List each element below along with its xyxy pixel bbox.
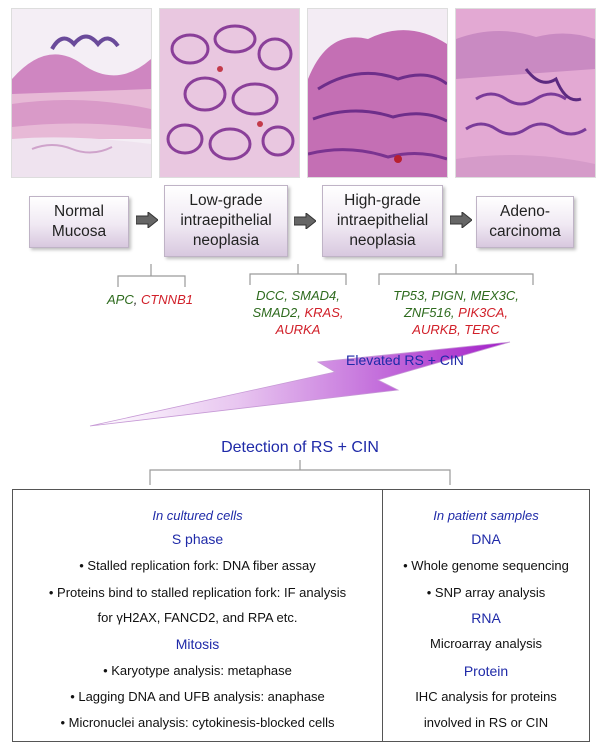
gene-text: APC (107, 292, 134, 307)
detection-methods-table: In cultured cells S phase • Stalled repl… (12, 489, 590, 742)
gene-list-early: APC, CTNNB1 (80, 291, 220, 308)
stage-label-line: Adeno- (500, 203, 550, 220)
progression-arrow-icon (136, 212, 158, 228)
histology-image-low-grade (159, 8, 300, 178)
method-item: involved in RS or CIN (423, 715, 549, 730)
method-item: • Whole genome sequencing (403, 558, 569, 573)
mitosis-heading: Mitosis (175, 636, 220, 652)
method-item: for γH2AX, FANCD2, and RPA etc. (97, 610, 298, 625)
elevated-rs-cin-bolt (89, 341, 511, 427)
histology-image-adenocarcinoma (455, 8, 596, 178)
stage-label-line: neoplasia (349, 232, 416, 249)
method-item: • Stalled replication fork: DNA fiber as… (79, 558, 316, 573)
method-item: • Proteins bind to stalled replication f… (48, 585, 347, 600)
patient-samples-column: In patient samples DNA • Whole genome se… (383, 490, 589, 741)
rna-heading: RNA (471, 610, 501, 626)
progression-arrow-icon (294, 213, 316, 229)
cultured-cells-column: In cultured cells S phase • Stalled repl… (13, 490, 383, 741)
gene-text: SMAD2, (252, 305, 305, 320)
stage-label-line: neoplasia (192, 232, 260, 249)
method-item: IHC analysis for proteins (415, 689, 557, 704)
s-phase-heading: S phase (171, 531, 224, 547)
stage-label-line: intraepithelial (180, 212, 272, 229)
gene-text: CTNNB1 (140, 292, 193, 307)
gene-text: ZNF516, (403, 305, 459, 320)
stage-label-line: Normal (54, 203, 104, 220)
method-item: • SNP array analysis (426, 585, 546, 600)
gene-text: TP53, PIGN, MEX3C, (393, 288, 519, 303)
method-item: • Micronuclei analysis: cytokinesis-bloc… (60, 715, 335, 730)
stage-label-line: intraepithelial (336, 212, 429, 229)
gene-text: AURKA (275, 322, 321, 337)
gene-list-high-grade: TP53, PIGN, MEX3C, ZNF516, PIK3CA, AURKB… (376, 287, 536, 338)
stage-label-line: Mucosa (51, 223, 107, 240)
gene-text: , (133, 292, 141, 307)
cultured-cells-header: In cultured cells (152, 508, 243, 523)
detection-title: Detection of RS + CIN (221, 439, 379, 456)
stage-label-line: High-grade (344, 192, 421, 209)
dna-heading: DNA (471, 531, 501, 547)
stage-normal-mucosa: Normal Mucosa (29, 196, 129, 248)
stage-adenocarcinoma: Adeno- carcinoma (476, 196, 574, 248)
patient-samples-header: In patient samples (433, 508, 539, 523)
gene-list-low-grade: DCC, SMAD4, SMAD2, KRAS, AURKA (228, 287, 368, 338)
stage-low-grade-neoplasia: Low-grade intraepithelial neoplasia (164, 185, 288, 257)
gene-text: DCC, SMAD4, (256, 288, 340, 303)
gene-text: PIK3CA, (458, 305, 509, 320)
histology-image-normal-mucosa (11, 8, 152, 178)
method-item: Microarray analysis (430, 636, 542, 651)
elevated-rs-cin-label: Elevated RS + CIN (346, 352, 464, 368)
gene-text: AURKB, TERC (412, 322, 500, 337)
protein-heading: Protein (463, 663, 509, 679)
gene-text: KRAS, (304, 305, 344, 320)
progression-arrow-icon (450, 212, 472, 228)
method-item: • Lagging DNA and UFB analysis: anaphase (70, 689, 325, 704)
stage-label-line: carcinoma (489, 223, 561, 240)
histology-image-high-grade (307, 8, 448, 178)
stage-label-line: Low-grade (189, 192, 263, 209)
method-item: • Karyotype analysis: metaphase (103, 663, 292, 678)
stage-high-grade-neoplasia: High-grade intraepithelial neoplasia (322, 185, 443, 257)
